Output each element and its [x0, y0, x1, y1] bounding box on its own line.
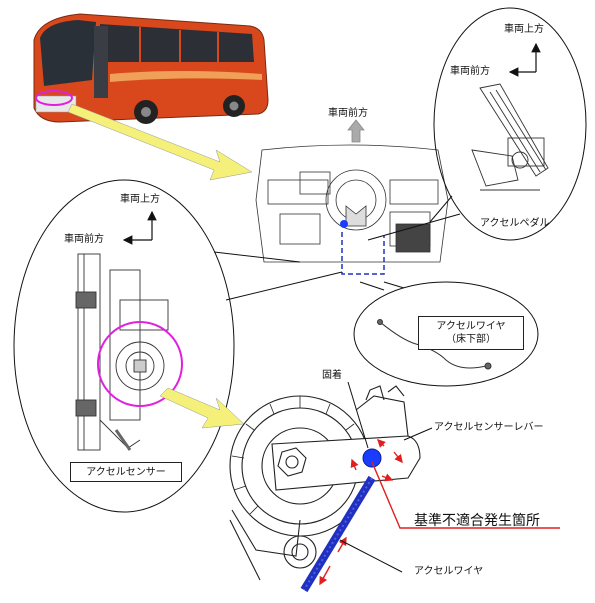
- pedal-callout-ellipse: [433, 7, 587, 241]
- detail-drawing: [229, 385, 421, 581]
- sensor-callout-ellipse: [13, 179, 235, 513]
- arrow-bus-to-dashboard: [67, 103, 253, 181]
- sensor-up-label: 車両上方: [120, 194, 160, 205]
- wire-leader-2: [383, 281, 405, 289]
- accel-pedal-label: アクセルペダル: [480, 218, 550, 229]
- accel-sensor-box: アクセルセンサー: [70, 462, 182, 482]
- wire-label-leader: [339, 539, 403, 573]
- dashboard-drawing: [255, 119, 449, 275]
- accel-wire-box-line1: アクセルワイヤ: [436, 321, 506, 332]
- pedal-front-label: 車両前方: [450, 66, 490, 77]
- arrow-sensor-to-detail: [159, 387, 245, 429]
- lever-leader: [403, 427, 433, 441]
- accel-wire-label: アクセルワイヤ: [414, 566, 484, 577]
- wire-leader-1: [359, 281, 385, 291]
- sensor-leader-1: [213, 251, 301, 263]
- fixed-leader: [347, 381, 369, 449]
- sensor-highlight-circle: [97, 321, 183, 407]
- bus-front-highlight: [35, 90, 73, 106]
- fixed-label: 固着: [322, 370, 342, 381]
- sensor-leader-2: [225, 271, 343, 301]
- sensor-front-label: 車両前方: [64, 234, 104, 245]
- dashboard-front-label: 車両前方: [328, 108, 368, 119]
- motion-arrows: [319, 439, 403, 586]
- accel-wire-box-line2: （床下部）: [445, 334, 496, 345]
- fixed-bolt: [362, 448, 382, 468]
- wire-drawing: [377, 319, 492, 370]
- pedal-drawing: [471, 83, 549, 191]
- pedal-leader-1: [367, 213, 461, 241]
- sensor-axis: [122, 210, 157, 245]
- bus-illustration: [33, 13, 269, 124]
- sensor-lever-label: アクセルセンサーレバー: [434, 422, 544, 433]
- nonconformity-label: 基準不適合発生箇所: [414, 513, 540, 529]
- pedal-up-label: 車両上方: [504, 24, 544, 35]
- nonconformity-leader: [371, 461, 560, 529]
- accel-wire-box: アクセルワイヤ （床下部）: [418, 316, 524, 350]
- pedal-axis: [508, 42, 541, 77]
- wire-callout-ellipse: [353, 281, 539, 387]
- pedal-leader-2: [429, 195, 453, 223]
- sensor-bracket-drawing: [75, 253, 169, 451]
